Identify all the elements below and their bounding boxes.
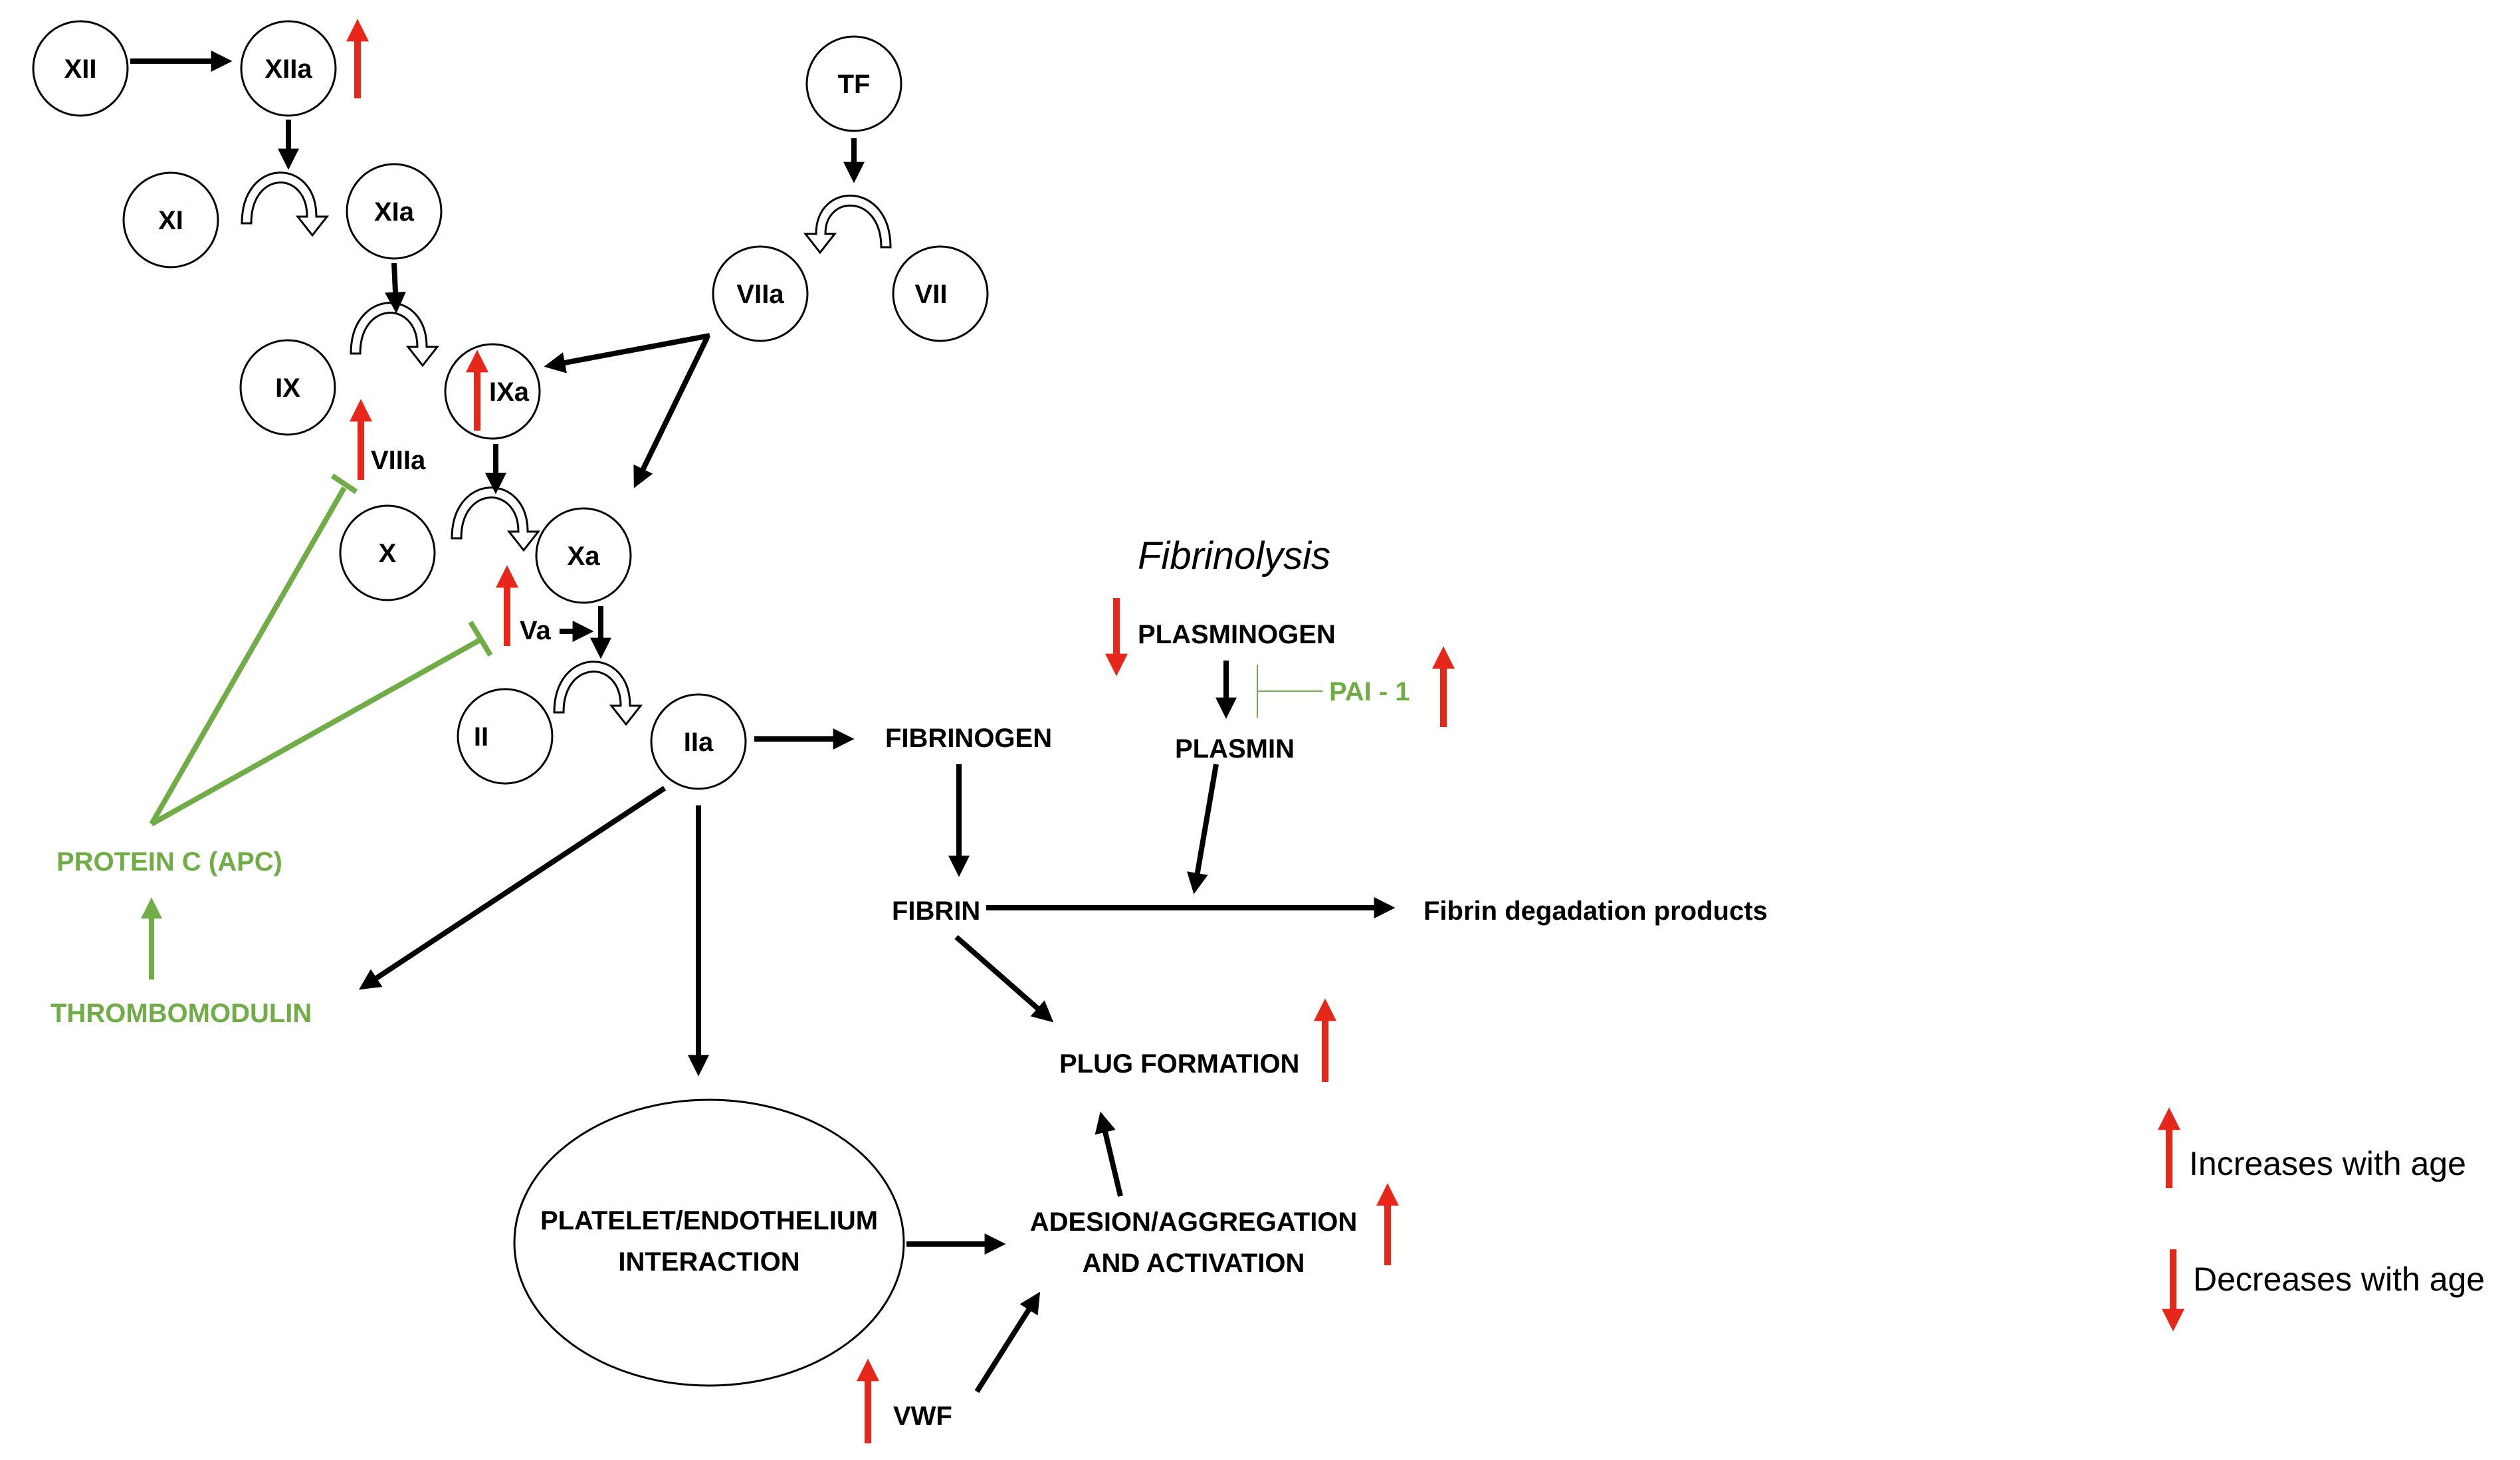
activation-curve-ix-ixa (350, 302, 440, 367)
node-ii: II (457, 688, 554, 785)
node-xii-label: XII (64, 54, 97, 84)
inhibit-bar-viiia (330, 473, 358, 494)
arrow-viia-to-ixa (544, 333, 710, 373)
arrow-plasmin-to-fibrin (1187, 764, 1219, 894)
platelet-label-line1: PLATELET/ENDOTHELIUM (540, 1206, 878, 1235)
node-tf-label: TF (838, 70, 871, 99)
node-xii: XII (32, 20, 129, 117)
node-ii-label: II (474, 722, 488, 752)
platelet-endothelium-node: PLATELET/ENDOTHELIUM INTERACTION (513, 1098, 905, 1387)
node-xa: Xa (535, 507, 632, 604)
node-x: X (339, 504, 436, 601)
adhesion-label-line1: ADESION/AGGREGATION (1030, 1207, 1358, 1237)
fibrinolysis-title: Fibrinolysis (1138, 534, 1330, 577)
node-iia-label: IIa (684, 728, 714, 757)
node-xia-label: XIa (374, 197, 415, 227)
node-xa-label: Xa (568, 542, 601, 571)
plasmin-label: PLASMIN (1175, 734, 1295, 764)
node-viia-label: VIIa (736, 280, 784, 309)
thrombomodulin-label: THROMBOMODULIN (51, 999, 312, 1028)
va-label: Va (520, 616, 551, 645)
node-ix: IX (239, 339, 336, 436)
arrow-fibrin-to-plug (954, 934, 1054, 1023)
node-xiia: XIIa (240, 20, 337, 117)
activation-curve-xi-xia (241, 171, 330, 237)
node-tf: TF (805, 35, 902, 132)
legend-increases-label: Increases with age (2189, 1145, 2466, 1182)
activation-curve-ii-iia (553, 661, 643, 726)
node-xi-label: XI (158, 206, 183, 235)
node-viia: VIIa (712, 245, 809, 342)
activation-curve-vii-viia (803, 194, 892, 255)
arrow-adhesion-to-plug (1095, 1111, 1123, 1197)
plasminogen-label: PLASMINOGEN (1138, 620, 1336, 649)
viiia-label: VIIIa (371, 446, 426, 475)
node-xiia-label: XIIa (264, 54, 312, 84)
fibrin-label: FIBRIN (892, 896, 980, 926)
node-iia: IIa (650, 693, 747, 790)
adhesion-label-line2: AND ACTIVATION (1083, 1249, 1305, 1278)
platelet-label-line2: INTERACTION (618, 1247, 799, 1277)
activation-curve-x-xa (451, 486, 541, 552)
degradation-products-label: Fibrin degadation products (1423, 896, 1768, 926)
node-xia: XIa (346, 163, 443, 260)
protein-c-label: PROTEIN C (APC) (56, 847, 282, 877)
vwf-label: VWF (893, 1402, 952, 1431)
node-ixa: IXa (444, 343, 541, 440)
arrow-viia-to-xa (633, 336, 710, 488)
inhibit-apc-to-va (150, 637, 482, 827)
node-vii: VII (892, 245, 989, 342)
arrow-vwf-to-adhesion (974, 1291, 1041, 1394)
plug-formation-label: PLUG FORMATION (1059, 1049, 1299, 1079)
inhibit-bar-va (468, 620, 493, 657)
node-ix-label: IX (275, 373, 300, 403)
node-x-label: X (379, 539, 397, 568)
fibrinogen-label: FIBRINOGEN (885, 724, 1052, 753)
inhibit-apc-to-viiia (149, 486, 347, 825)
arrow-iia-to-thrombomodulin (358, 785, 667, 990)
legend-decreases-label: Decreases with age (2193, 1261, 2485, 1298)
legend: Increases with age Decreases with age (2157, 1107, 2485, 1332)
node-vii-label: VII (915, 280, 948, 309)
pai1-label: PAI - 1 (1329, 677, 1410, 706)
node-ixa-label: IXa (489, 377, 530, 407)
node-xi: XI (122, 171, 219, 268)
arrow-xia-down (384, 262, 406, 314)
